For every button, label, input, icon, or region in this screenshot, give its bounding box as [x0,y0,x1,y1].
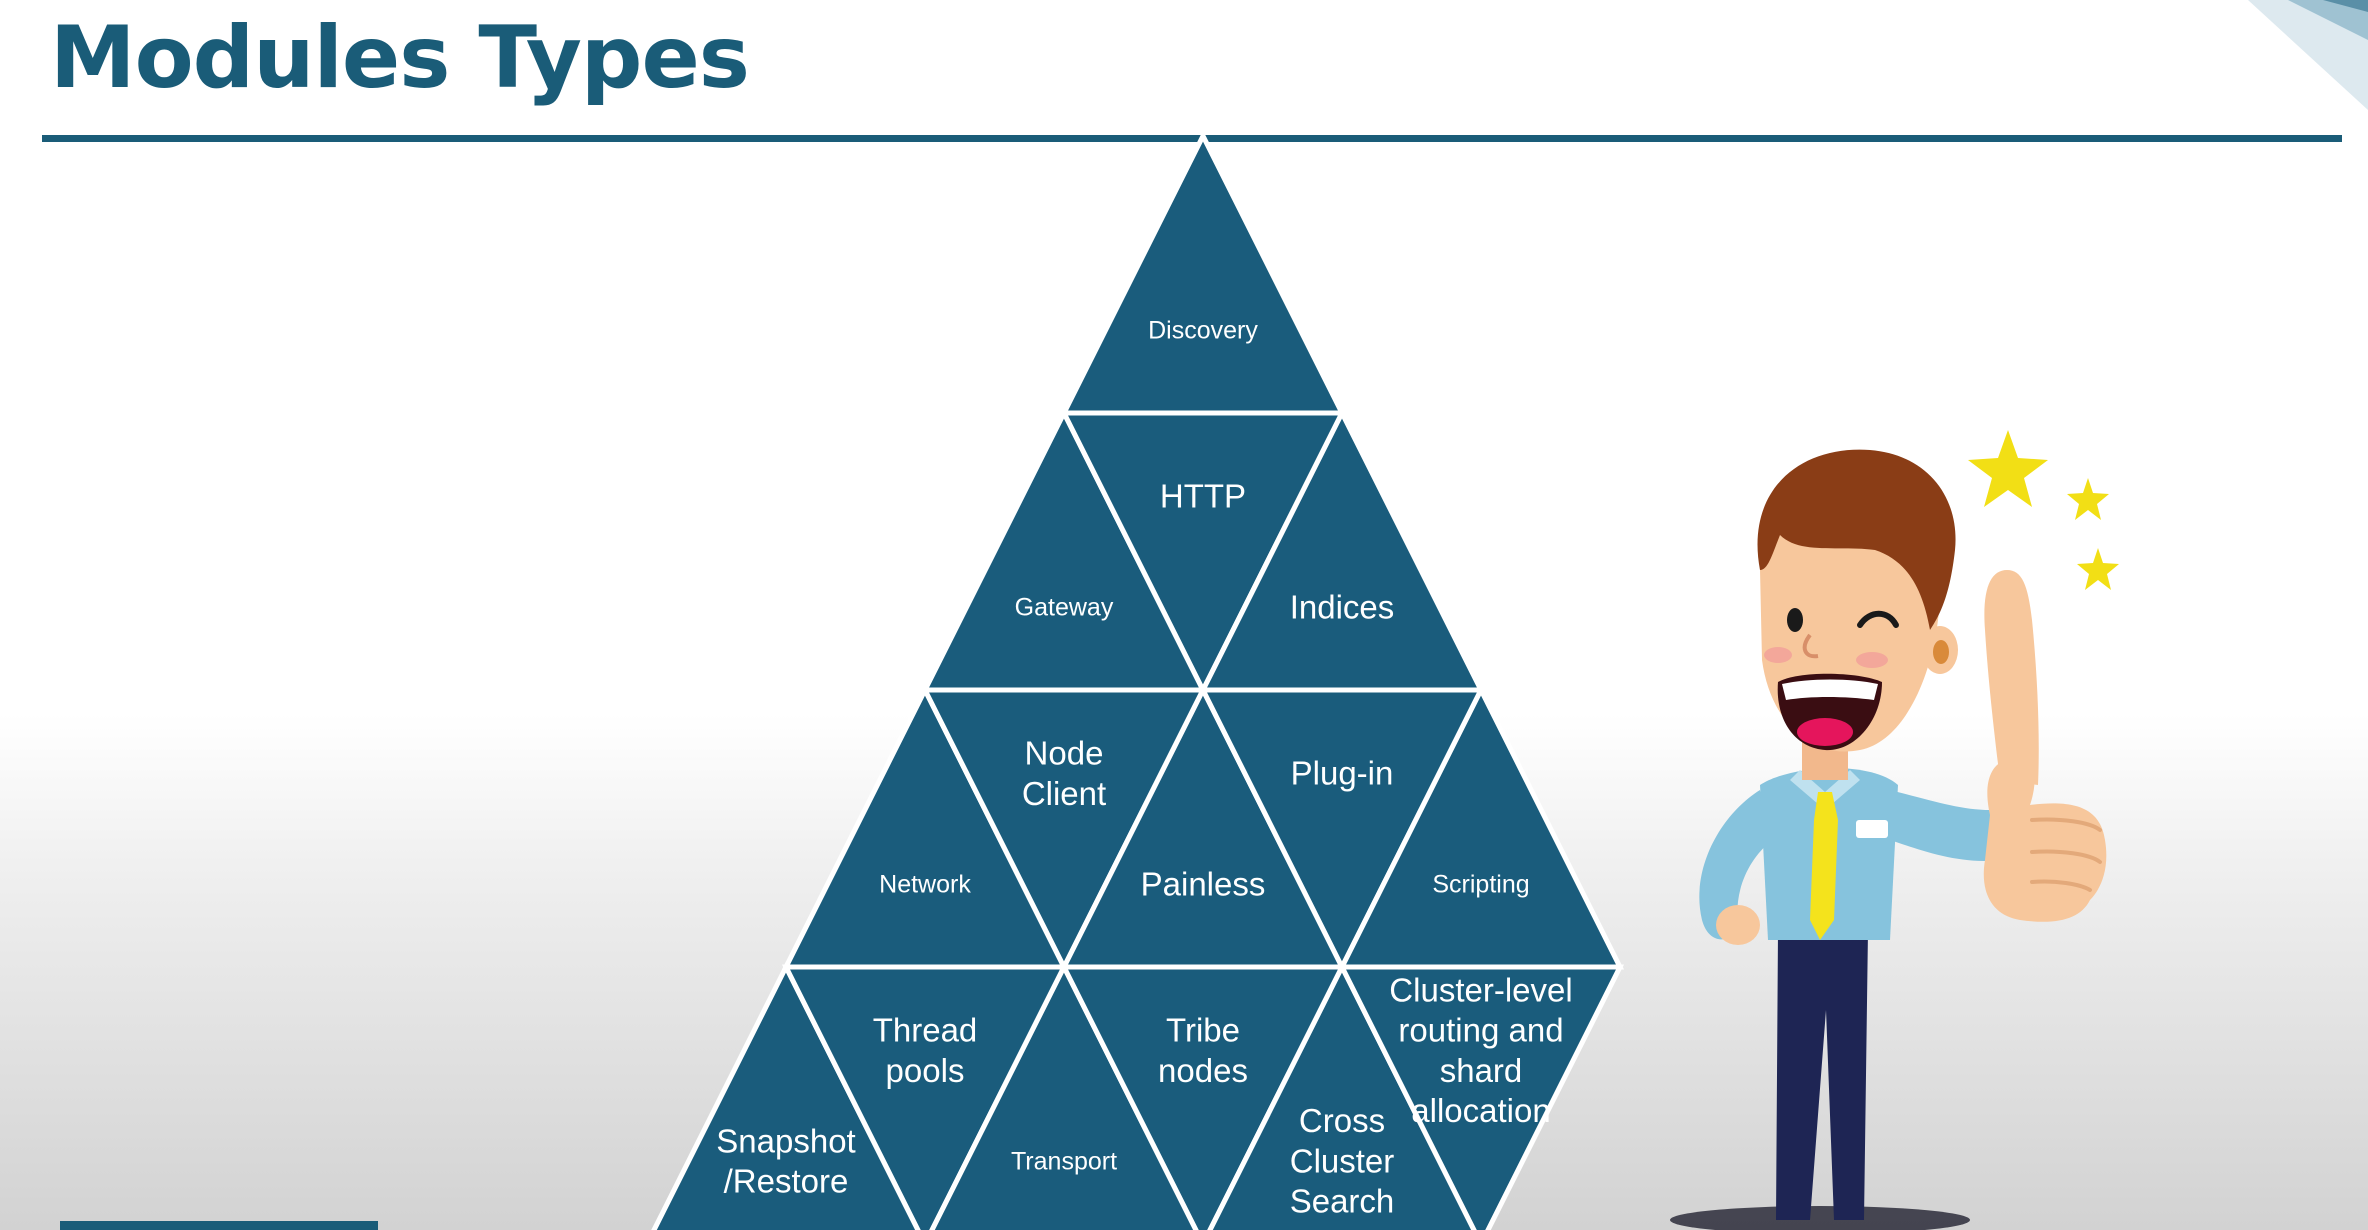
pyramid-tile-label-line: Search [1290,1183,1395,1220]
pyramid-tile-label-line: Thread [873,1012,978,1049]
pyramid-tile-label-line: Client [1022,775,1106,812]
pyramid-tile-label: Indices [1290,588,1395,625]
pyramid-tile-label-line: Snapshot [716,1122,855,1159]
pyramid-tile-label-line: Scripting [1432,871,1529,899]
title-underline [42,135,2342,142]
slide-title: Modules Types [50,8,750,108]
corner-decoration [2248,0,2368,110]
pyramid-tile-label: Plug-in [1291,755,1394,792]
pyramid-tile-label-line: Painless [1141,865,1266,902]
pyramid-tile-label-line: Gateway [1015,594,1114,622]
pyramid-tile-label: Gateway [1015,594,1114,622]
pyramid-tile-label: Snapshot/Restore [716,1122,855,1199]
thumbs-up-businessman-illustration [1670,430,2119,1230]
pyramid-tile-label-line: Tribe [1166,1012,1240,1049]
pyramid-tile-label: Scripting [1432,871,1529,899]
pyramid-tile-label-line: /Restore [724,1163,849,1200]
pyramid-tile [1059,130,1347,416]
pyramid-tile-label-line: shard [1440,1052,1523,1089]
pyramid-tile-label-line: Cluster-level [1389,971,1572,1008]
pyramid-tile-label-line: Cross [1299,1102,1385,1139]
pyramid-tile-label-line: HTTP [1160,478,1246,515]
sparkle-stars [1968,430,2119,590]
pyramid-tile-label: Transport [1011,1148,1117,1176]
footer-accent-bar [60,1221,378,1230]
pyramid-tile-label-line: Node [1025,735,1104,772]
pyramid-tile-label-line: pools [886,1052,965,1089]
pyramid-tile-label-line: Network [879,871,971,899]
pyramid-tile-label-line: routing and [1398,1012,1563,1049]
pyramid-tile-label-line: Cluster [1290,1142,1395,1179]
pyramid-tile-label-line: Plug-in [1291,755,1394,792]
pyramid-tile-label-line: nodes [1158,1052,1248,1089]
pyramid-tile-label-line: Discovery [1148,317,1258,345]
pyramid-tile-label-line: Indices [1290,588,1395,625]
pyramid-tile-label-line: Transport [1011,1148,1117,1176]
pyramid-tile-label: Discovery [1148,317,1258,345]
pyramid-tile-label: Network [879,871,971,899]
pyramid-tile-label: HTTP [1160,478,1246,515]
pyramid-tile [1337,964,1625,1230]
pyramid-tile-label-line: allocation [1411,1092,1550,1129]
pyramid-tile-label: Painless [1141,865,1266,902]
